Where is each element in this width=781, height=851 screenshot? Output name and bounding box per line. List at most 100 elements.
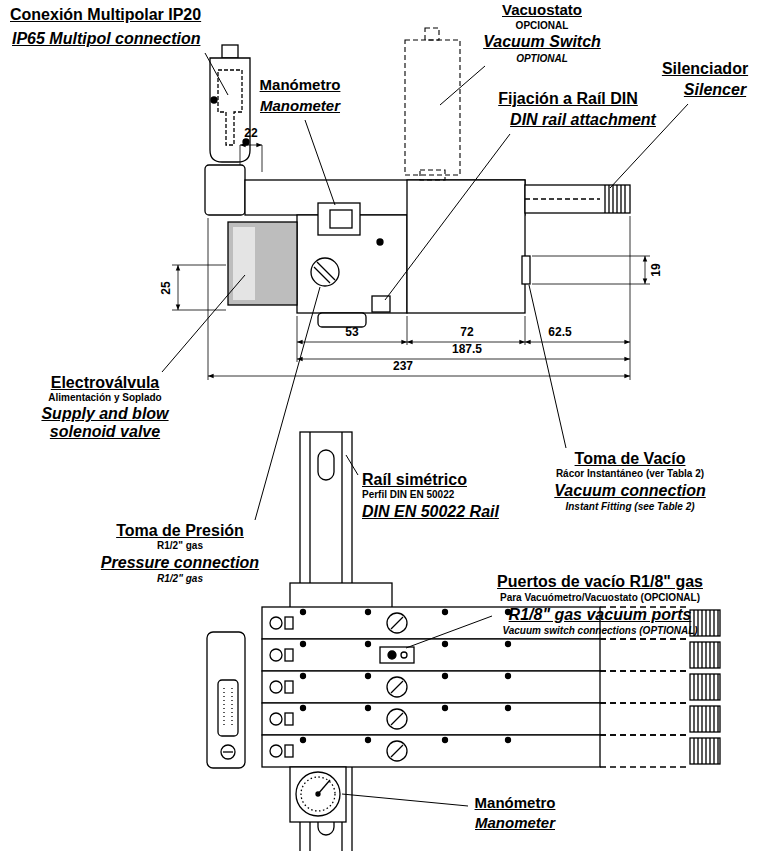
- part-note: Rácor Instantáneo (ver Tabla 2): [556, 468, 704, 479]
- manifold-plan: [443, 610, 448, 615]
- din-rail-side: [318, 313, 366, 327]
- pressure-port: [314, 267, 330, 283]
- part-label: Silencer: [684, 81, 746, 99]
- part-label: Electroválvula: [51, 374, 160, 392]
- manometer-plan: [290, 767, 346, 822]
- manifold-plan: [380, 647, 414, 663]
- dimension-lines: [178, 265, 179, 310]
- manifold-plan: [443, 674, 448, 679]
- vacuum-switch-outline: [420, 170, 445, 180]
- leader-lines: [205, 53, 228, 95]
- manometer-plan: [318, 780, 330, 794]
- leader-lines: [406, 616, 492, 648]
- part-note: Perfil DIN EN 50022: [362, 489, 454, 500]
- din-rail: [318, 450, 334, 480]
- part-label: Manómetro: [260, 77, 341, 94]
- part-note: R1/2" gas: [157, 573, 203, 584]
- manifold-plan: [301, 706, 306, 711]
- manifold-plan: [506, 642, 511, 647]
- manifold-plan: [366, 738, 371, 743]
- manifold-plan: [391, 681, 403, 693]
- manifold-plan: [387, 741, 407, 761]
- manifold-plan: [290, 583, 392, 608]
- dimension-value: 19: [650, 263, 663, 276]
- part-label: Conexión Multipolar IP20: [10, 6, 201, 24]
- manifold-plan: [690, 738, 720, 764]
- connector-plan: [207, 632, 245, 768]
- manometer-side: [330, 210, 352, 228]
- manifold-plan: [401, 652, 407, 658]
- manifold-plan: [443, 706, 448, 711]
- part-note: Alimentación y Soplado: [48, 392, 161, 403]
- part-label: Vacuostato: [502, 2, 582, 19]
- manifold-plan: [694, 642, 718, 668]
- manifold-plan: [262, 671, 600, 703]
- vacuum-switch-outline: [425, 28, 439, 40]
- leader-lines: [529, 285, 566, 448]
- dimension-lines: [297, 359, 630, 360]
- dimension-value: 187.5: [452, 343, 482, 356]
- silencer-side: [525, 185, 630, 213]
- dimension-lines: [532, 256, 650, 284]
- silencer-side: [605, 185, 625, 213]
- part-label: Fijación a Raíl DIN: [498, 90, 638, 108]
- dimension-lines: [297, 342, 407, 343]
- part-note: Vacuum switch connections (OPTIONAL): [502, 625, 697, 636]
- manometer-side: [318, 203, 360, 235]
- part-label: Manómetro: [475, 795, 556, 812]
- dimension-lines: [240, 145, 262, 172]
- dimension-value: 22: [244, 127, 257, 140]
- manifold-plan: [506, 674, 511, 679]
- dimension-value: 25: [160, 281, 173, 294]
- manifold-plan: [270, 617, 282, 629]
- leader-lines: [162, 275, 245, 372]
- connector-plan: [221, 745, 235, 759]
- manifold-plan: [506, 706, 511, 711]
- vacuum-switch-outline: [405, 28, 460, 180]
- manifold-plan: [270, 649, 282, 661]
- leader-lines: [305, 120, 335, 205]
- manifold-plan: [387, 709, 407, 729]
- solenoid-valve: [228, 222, 297, 305]
- manifold-plan: [443, 738, 448, 743]
- manifold-plan: [301, 642, 306, 647]
- leader-lines: [342, 794, 468, 806]
- part-label: Silenciador: [662, 60, 748, 78]
- part-label: Manometer: [475, 815, 555, 832]
- vacuum-switch-outline: [405, 40, 460, 175]
- manometer-plan: [290, 767, 346, 822]
- multipol-connector: [218, 70, 242, 145]
- manometer-side: [318, 203, 360, 235]
- manifold-plan: [443, 642, 448, 647]
- vacuum-port-side: [522, 256, 530, 284]
- manifold-plan: [262, 639, 600, 671]
- part-label: R1/8" gas vacuum ports: [509, 606, 692, 624]
- vacuum-port-side: [522, 256, 530, 284]
- manifold-plan: [262, 735, 600, 767]
- manifold-plan: [387, 677, 407, 697]
- connector-plan: [207, 632, 245, 768]
- dimension-lines: [208, 216, 630, 380]
- manifold-plan: [366, 674, 371, 679]
- leader-lines: [255, 287, 320, 520]
- manifold-plan: [690, 674, 720, 700]
- dimension-value: 237: [393, 360, 413, 373]
- silencer-side: [525, 198, 600, 199]
- manifold-plan: [506, 738, 511, 743]
- connector-plan: [224, 688, 232, 728]
- part-label: Supply and blow solenoid valve: [20, 405, 190, 440]
- manifold-plan: [694, 706, 718, 732]
- part-note: OPCIONAL: [516, 20, 569, 31]
- manifold-plan: [262, 583, 720, 767]
- manifold-plan: [285, 617, 293, 629]
- dimension-lines: [208, 376, 630, 377]
- pressure-port: [311, 258, 339, 286]
- part-label: Vacuum Switch: [483, 33, 601, 51]
- part-note: R1/2" gas: [157, 540, 203, 551]
- pressure-port: [311, 258, 339, 286]
- dimension-lines: [645, 256, 646, 284]
- dimension-value: 72: [460, 326, 473, 339]
- dimension-lines: [172, 265, 226, 310]
- part-label: Pressure connection: [101, 554, 259, 572]
